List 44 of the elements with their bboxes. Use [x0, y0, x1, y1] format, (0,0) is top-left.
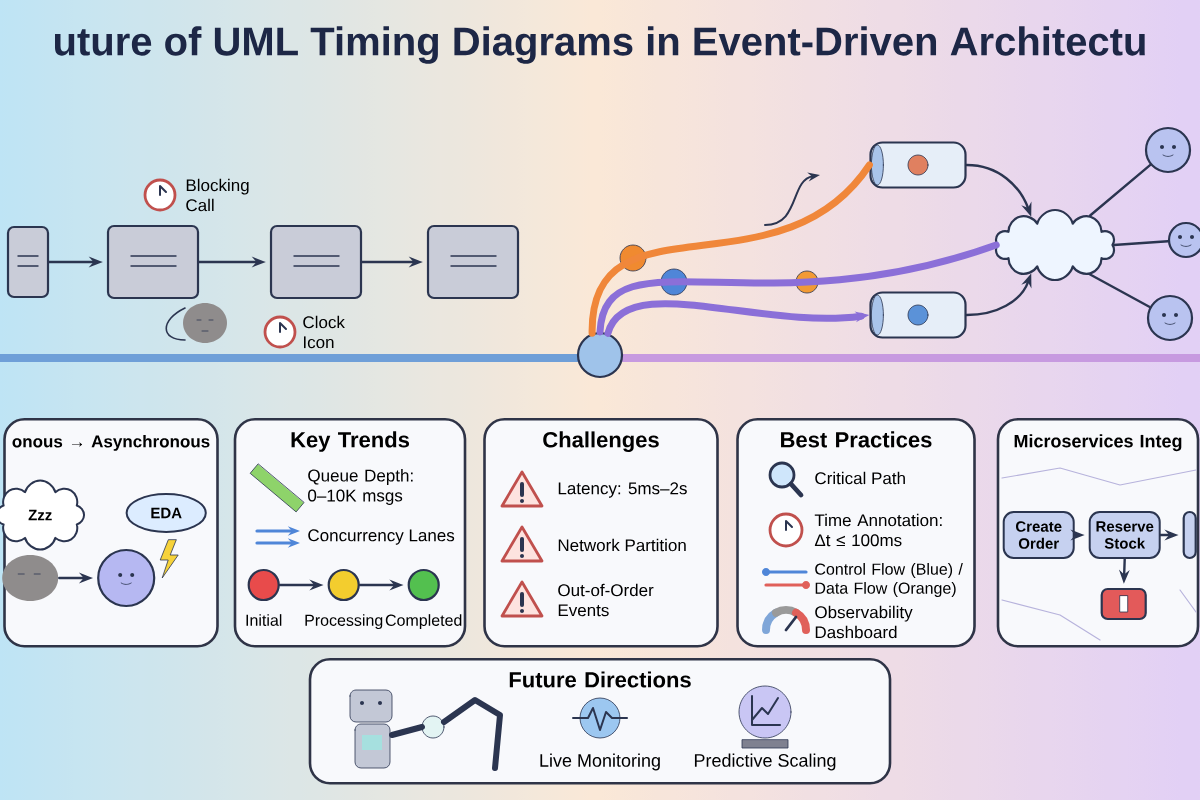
- label: Clock Icon: [303, 315, 345, 349]
- label: Out-of-Order Events: [558, 583, 654, 617]
- state-label: Processing: [305, 614, 383, 630]
- label: Queue Depth: 0–10K msgs: [308, 469, 413, 505]
- service-box: [1182, 510, 1197, 560]
- connector: [1088, 273, 1151, 309]
- service-box: Create Order: [1002, 511, 1075, 559]
- label: Observability Dashboard: [815, 605, 913, 639]
- character: [1146, 294, 1194, 342]
- label: Live Monitoring: [540, 753, 660, 771]
- code-box: [426, 224, 520, 300]
- title: uture of UML Timing Diagrams in Event-Driven Architectu: [55, 26, 1145, 64]
- code-box: [106, 224, 200, 300]
- label: Network Partition: [558, 538, 686, 552]
- connector: [596, 241, 1000, 336]
- state-circle: [327, 568, 360, 602]
- label: Latency: 5ms–2s: [558, 482, 687, 498]
- state-circle: [247, 568, 280, 602]
- connector: [1088, 163, 1152, 217]
- service-box: Reserve Stock: [1088, 511, 1161, 559]
- device: [1100, 587, 1147, 621]
- queue-cylinder: [869, 291, 967, 339]
- character: [97, 539, 179, 608]
- connector: [588, 161, 873, 337]
- connector: [1112, 240, 1170, 247]
- character: [1144, 126, 1192, 174]
- character: [1167, 221, 1200, 259]
- speech-bubble: EDA: [125, 493, 207, 533]
- code-box: [6, 225, 50, 299]
- state-label: Initial: [246, 614, 282, 626]
- label: Critical Path: [815, 471, 905, 485]
- cloud: [994, 208, 1116, 282]
- label: Control Flow (Blue) / Data Flow (Orange): [815, 563, 963, 597]
- state-label: Completed: [385, 614, 462, 630]
- code-box: [269, 224, 363, 300]
- state-circle: [407, 568, 440, 602]
- label: Concurrency Lanes: [308, 529, 455, 545]
- label: Blocking Call: [186, 178, 249, 212]
- label: Predictive Scaling: [694, 753, 836, 771]
- sleeping-rock: [2, 555, 59, 601]
- label: Time Annotation: Δt ≤ 100ms: [814, 513, 942, 547]
- queue-cylinder: [869, 141, 967, 189]
- thought-bubble: Zzz: [0, 479, 86, 551]
- hub-sphere: [576, 331, 624, 379]
